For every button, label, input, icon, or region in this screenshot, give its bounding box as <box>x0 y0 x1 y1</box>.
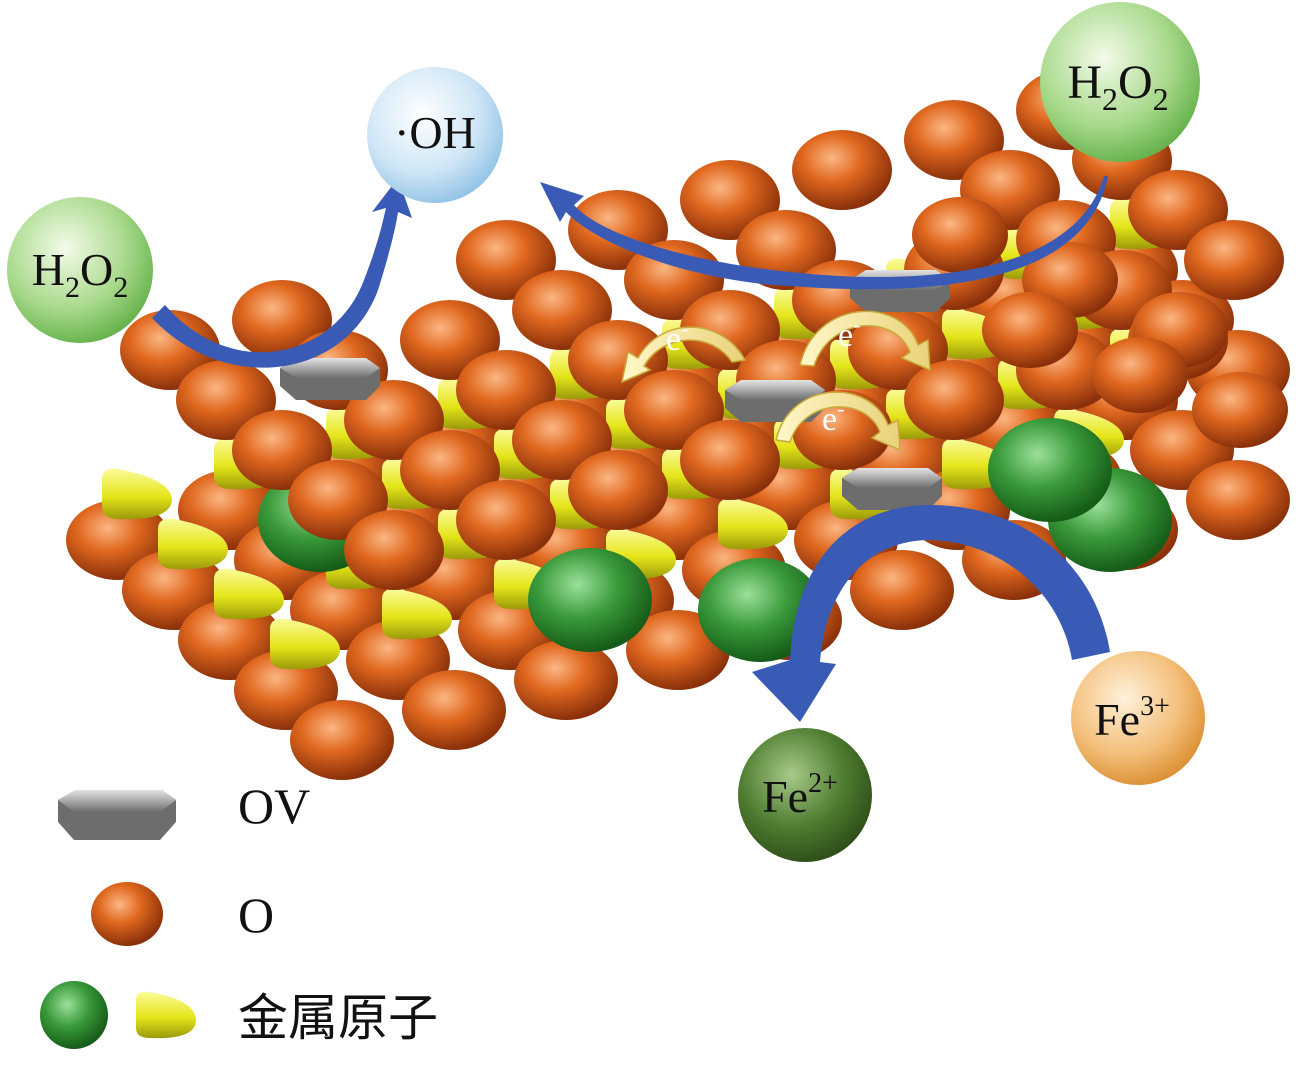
electron-arrow-3 <box>775 391 901 452</box>
fe2-bubble: Fe2+ <box>738 728 872 862</box>
metal-atom-yellow <box>382 588 452 640</box>
metal-atom-green <box>698 558 822 662</box>
oxygen-atom <box>1184 220 1284 300</box>
oxygen-atom <box>1186 460 1290 540</box>
metal-atom-green <box>528 548 652 652</box>
oxygen-vacancy <box>280 358 380 400</box>
legend-item-o: O <box>91 882 274 946</box>
electron-label-1: e- <box>666 316 688 358</box>
oxygen-atom <box>912 197 1008 273</box>
oxygen-atom <box>850 550 954 630</box>
oxygen-atom <box>568 450 668 530</box>
fe3-label: Fe3+ <box>1094 691 1170 745</box>
fe2-label: Fe2+ <box>762 768 838 822</box>
legend-label-o: O <box>238 887 274 943</box>
oxygen-atom <box>792 130 892 210</box>
species-bubbles: ·OH H2O2 H2O2 Fe3+ Fe2+ <box>7 2 1205 862</box>
oxygen-vacancy-icon <box>58 790 176 840</box>
legend-item-ov: OV <box>58 778 310 840</box>
electron-label-3: e- <box>822 396 844 438</box>
oh-radical-label: ·OH <box>394 107 476 158</box>
oxygen-atom <box>982 292 1078 368</box>
oxygen-atom <box>290 700 394 780</box>
metal-atom-green <box>988 418 1112 522</box>
metal-atom-yellow <box>214 568 284 620</box>
oxygen-atom <box>456 480 556 560</box>
h2o2-bubble-left: H2O2 <box>7 197 153 343</box>
electron-transfer-arrows: e- e- e- <box>620 310 931 452</box>
oxygen-atom-icon <box>91 882 163 946</box>
electron-label-2: e- <box>838 312 860 354</box>
metal-atom-yellow <box>158 518 228 570</box>
oxygen-atom <box>1192 372 1288 448</box>
electron-arrow-2 <box>799 310 931 372</box>
legend-item-metal: 金属原子 <box>40 981 438 1049</box>
arrow-h2o2-to-oh <box>152 178 412 368</box>
metal-atom-yellow <box>270 618 340 670</box>
reaction-arrows <box>152 176 1110 722</box>
oxygen-atom <box>680 420 780 500</box>
metal-atom-yellow <box>102 468 172 520</box>
electron-arrow-1 <box>620 326 747 384</box>
oxygen-atom <box>402 670 506 750</box>
legend-label-metal: 金属原子 <box>238 990 438 1046</box>
arrow-fe3-to-fe2 <box>752 505 1110 722</box>
metal-atom-yellow <box>718 498 788 550</box>
legend-label-ov: OV <box>238 778 310 834</box>
h2o2-label-left: H2O2 <box>32 244 128 304</box>
oxygen-atom <box>1092 337 1188 413</box>
metal-atom-icon <box>40 981 196 1049</box>
legend: OV O 金属原子 <box>40 778 438 1049</box>
oxygen-vacancy <box>842 468 942 510</box>
oxygen-atom <box>904 360 1004 440</box>
oh-radical-bubble: ·OH <box>367 67 503 203</box>
oxygen-atom <box>344 510 444 590</box>
fe3-bubble: Fe3+ <box>1071 651 1205 785</box>
arrow-h2o2-to-surface <box>540 176 1108 290</box>
oxygen-atom <box>514 640 618 720</box>
h2o2-bubble-right: H2O2 <box>1040 2 1200 162</box>
h2o2-label-right: H2O2 <box>1067 56 1168 117</box>
